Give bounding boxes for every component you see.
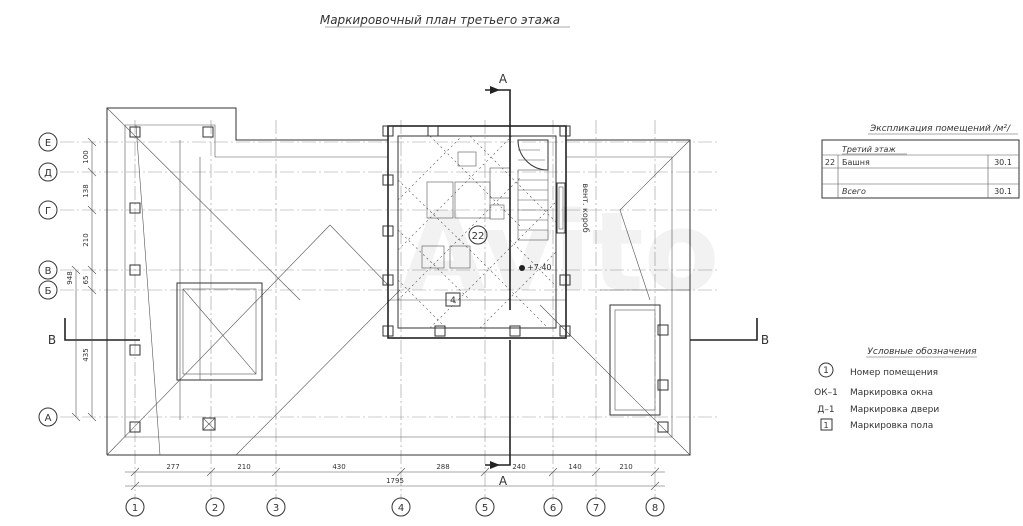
axis-col-3: 3 <box>273 503 279 514</box>
axis-row-g: Г <box>45 206 51 217</box>
floor-marking: 4 <box>450 296 456 306</box>
watermark: Avito <box>401 188 720 316</box>
dim-bottom-277: 277 <box>166 463 179 471</box>
bottom-dimension-chain <box>125 467 665 491</box>
axis-col-4: 4 <box>398 503 404 514</box>
left-lower-block <box>176 282 263 381</box>
legend-title: Условные обозначения <box>867 347 977 357</box>
section-label-right: В <box>761 333 769 347</box>
axis-row-b: Б <box>45 286 52 297</box>
axis-col-6: 6 <box>550 503 556 514</box>
explication-row-area: 30.1 <box>994 158 1012 167</box>
dim-left-210: 210 <box>82 233 90 246</box>
axis-row-v: В <box>45 266 52 277</box>
legend-text-floor: Маркировка пола <box>850 421 933 431</box>
dim-left-65: 65 <box>82 276 90 285</box>
explication-title: Экспликация помещений /м²/ <box>869 124 1011 134</box>
legend-symbol-window: ОК–1 <box>814 388 838 398</box>
vent-label: вент. короб <box>581 183 590 232</box>
column-axis-markers: 1 2 3 4 5 6 7 8 <box>125 497 665 517</box>
legend-symbol-room: 1 <box>823 366 829 376</box>
dim-bottom-240: 240 <box>512 463 525 471</box>
column-markers <box>129 126 669 433</box>
elevation-marker <box>519 265 525 271</box>
axis-col-2: 2 <box>212 503 218 514</box>
dim-bottom-430: 430 <box>332 463 345 471</box>
legend-text-room: Номер помещения <box>850 368 938 378</box>
explication-row-name: Башня <box>842 158 870 167</box>
dim-bottom-210b: 210 <box>619 463 632 471</box>
explication-row-num: 22 <box>825 158 835 167</box>
right-lower-block <box>609 304 661 416</box>
room-number: 22 <box>472 231 485 242</box>
legend-text-door: Маркировка двери <box>850 405 939 415</box>
drawing-title: Маркировочный план третьего этажа <box>320 13 560 27</box>
axis-col-8: 8 <box>652 503 658 514</box>
section-label-left: В <box>48 333 56 347</box>
legend-items: 1 Номер помещения ОК–1 Маркировка окна Д… <box>814 362 939 431</box>
explication-table <box>821 139 1020 199</box>
dim-bottom-288: 288 <box>436 463 449 471</box>
section-line-horizontal <box>64 318 758 341</box>
legend-symbol-floor: 1 <box>823 421 828 430</box>
left-dimension-chain <box>71 137 97 422</box>
explication-total-label: Всего <box>842 187 866 196</box>
dim-bottom-total: 1795 <box>386 477 404 485</box>
explication-total-area: 30.1 <box>994 187 1012 196</box>
axis-row-e: Е <box>45 138 51 149</box>
dim-left-435: 435 <box>82 348 90 361</box>
dim-bottom-140: 140 <box>568 463 581 471</box>
axis-col-1: 1 <box>132 503 138 514</box>
section-label-bottom: А <box>499 474 508 488</box>
axis-row-a: А <box>45 413 52 424</box>
elevation-label: +7.40 <box>527 263 552 272</box>
dim-left-100: 100 <box>82 150 90 163</box>
section-label-top: А <box>499 72 508 86</box>
tower-room <box>382 125 571 339</box>
axis-row-d: Д <box>44 168 52 179</box>
axis-col-7: 7 <box>593 503 599 514</box>
section-line-vertical <box>485 86 511 469</box>
axis-col-5: 5 <box>482 503 488 514</box>
dim-left-138: 138 <box>82 184 90 197</box>
floor-marking-box <box>445 292 461 307</box>
explication-floor: Третий этаж <box>842 145 896 154</box>
legend-text-window: Маркировка окна <box>850 388 933 398</box>
row-axis-markers: Е Д Г В Б А <box>38 132 58 427</box>
room-number-marker <box>468 225 488 245</box>
dim-bottom-210a: 210 <box>237 463 250 471</box>
roof-outline <box>106 107 691 456</box>
legend-symbol-door: Д–1 <box>817 405 834 415</box>
dim-left-948: 948 <box>66 271 74 284</box>
